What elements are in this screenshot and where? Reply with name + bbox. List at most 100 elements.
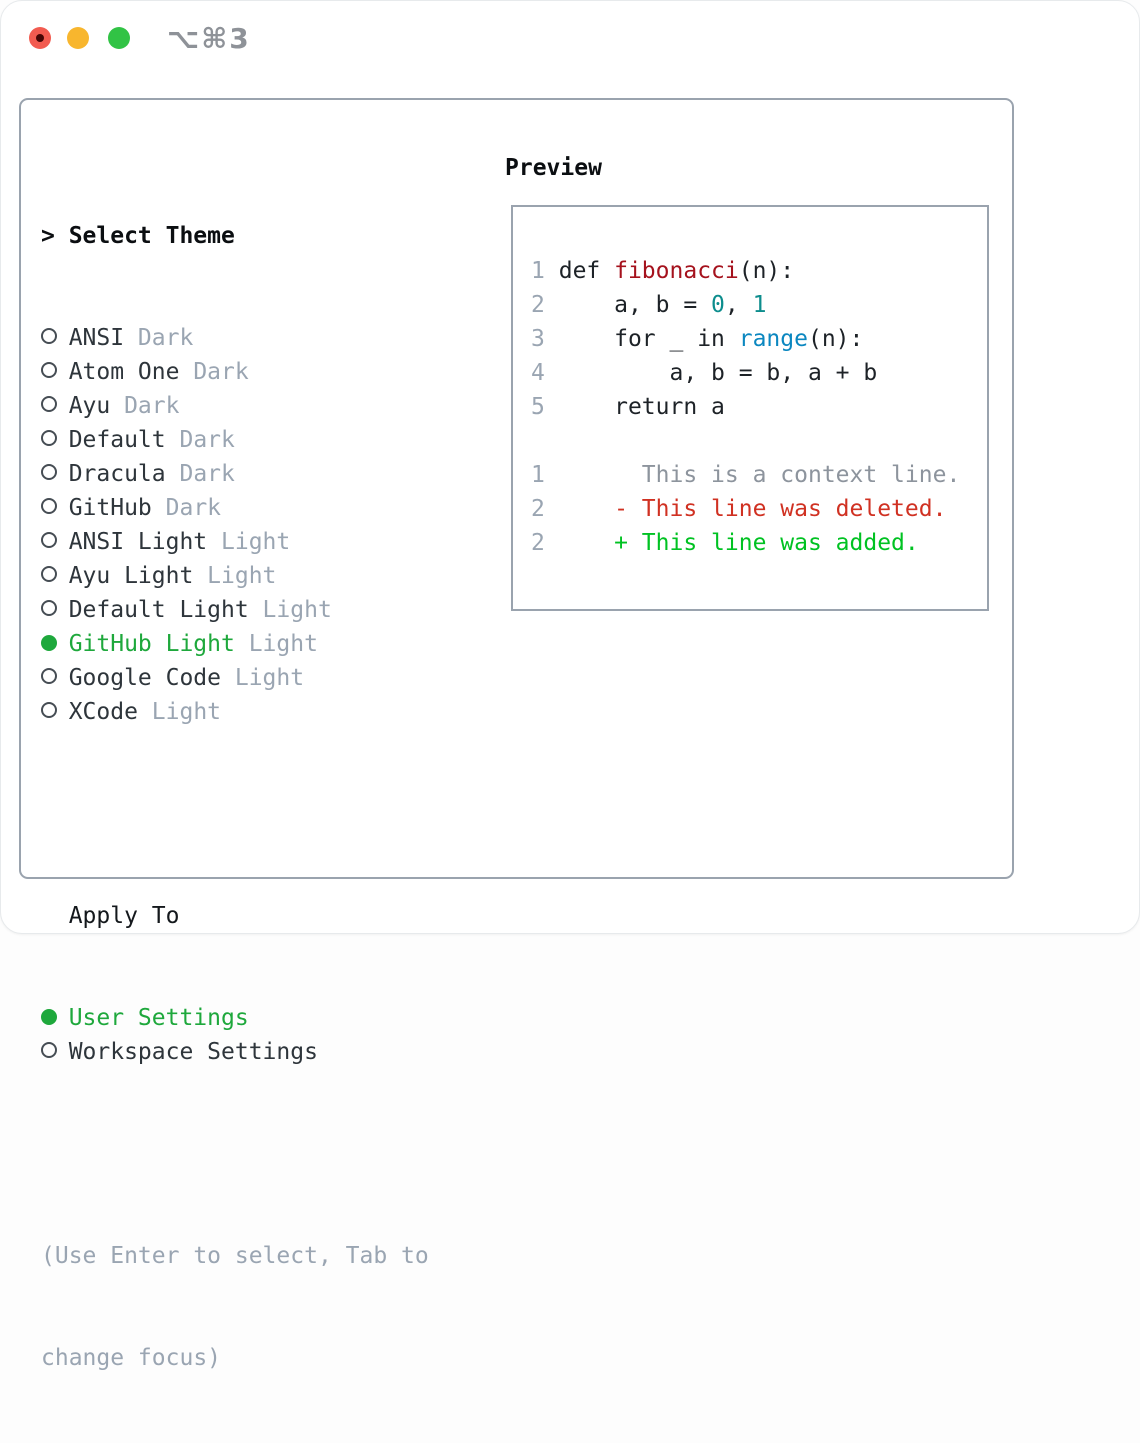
code-line: 1 def fibonacci(n): bbox=[531, 254, 987, 288]
option-tag: Light bbox=[248, 597, 332, 623]
theme-option-ayu-light[interactable]: Ayu Light Light bbox=[41, 559, 429, 593]
theme-option-default-light[interactable]: Default Light Light bbox=[41, 593, 429, 627]
code-line: 2 a, b = 0, 1 bbox=[531, 288, 987, 322]
radio-unselected-icon bbox=[41, 1035, 69, 1069]
radio-unselected-icon bbox=[41, 491, 69, 525]
theme-option-ansi[interactable]: ANSI Dark bbox=[41, 321, 429, 355]
code-line: 4 a, b = b, a + b bbox=[531, 356, 987, 390]
code-segment-plain: def bbox=[558, 258, 615, 284]
apply-option-user-settings[interactable]: User Settings bbox=[41, 1001, 429, 1035]
option-tag: Dark bbox=[165, 427, 235, 453]
spacer bbox=[41, 797, 429, 831]
spacer bbox=[41, 1137, 429, 1171]
option-label: GitHub Light bbox=[68, 631, 235, 657]
zoom-button[interactable] bbox=[108, 27, 130, 49]
code-segment-deleted: - This line was deleted. bbox=[558, 496, 947, 522]
code-line bbox=[531, 424, 987, 458]
theme-option-ayu[interactable]: Ayu Dark bbox=[41, 389, 429, 423]
line-number: 2 bbox=[531, 496, 545, 522]
option-label: Ayu Light bbox=[68, 563, 194, 589]
line-number: 5 bbox=[531, 394, 545, 420]
option-label: Google Code bbox=[68, 665, 222, 691]
radio-unselected-icon bbox=[41, 389, 69, 423]
option-tag: Dark bbox=[179, 359, 249, 385]
code-line: 1 This is a context line. bbox=[531, 458, 987, 492]
code-segment-plain: , bbox=[724, 292, 753, 318]
code-segment-number: 0 bbox=[711, 292, 725, 318]
code-line: 5 return a bbox=[531, 390, 987, 424]
radio-unselected-icon bbox=[41, 695, 69, 729]
option-tag: Light bbox=[234, 631, 318, 657]
code-line: 2 - This line was deleted. bbox=[531, 492, 987, 526]
option-label: Atom One bbox=[68, 359, 180, 385]
option-label: GitHub bbox=[68, 495, 152, 521]
option-label: Dracula bbox=[68, 461, 166, 487]
theme-option-github[interactable]: GitHub Dark bbox=[41, 491, 429, 525]
window-title: ⌥⌘3 bbox=[167, 22, 251, 55]
theme-option-xcode[interactable]: XCode Light bbox=[41, 695, 429, 729]
line-number: 1 bbox=[531, 462, 545, 488]
preview-header: Preview bbox=[505, 155, 602, 181]
theme-option-dracula[interactable]: Dracula Dark bbox=[41, 457, 429, 491]
theme-option-github-light[interactable]: GitHub Light Light bbox=[41, 627, 429, 661]
option-label: ANSI Light bbox=[68, 529, 208, 555]
code-segment-plain: a, b = bbox=[558, 292, 712, 318]
line-number: 2 bbox=[531, 292, 545, 318]
radio-unselected-icon bbox=[41, 661, 69, 695]
apply-option-workspace-settings[interactable]: Workspace Settings bbox=[41, 1035, 429, 1069]
radio-unselected-icon bbox=[41, 321, 69, 355]
theme-option-default[interactable]: Default Dark bbox=[41, 423, 429, 457]
select-theme-header: >Select Theme bbox=[41, 219, 429, 253]
option-label: Workspace Settings bbox=[68, 1039, 318, 1065]
radio-unselected-icon bbox=[41, 423, 69, 457]
theme-option-google-code[interactable]: Google Code Light bbox=[41, 661, 429, 695]
minimize-button[interactable] bbox=[67, 27, 89, 49]
radio-unselected-icon bbox=[41, 559, 69, 593]
line-number: 2 bbox=[531, 530, 545, 556]
option-tag: Light bbox=[221, 665, 305, 691]
apply-to-header-label: Apply To bbox=[68, 903, 180, 929]
radio-selected-icon bbox=[41, 627, 69, 661]
select-theme-header-label: Select Theme bbox=[68, 223, 235, 249]
option-tag: Dark bbox=[165, 461, 235, 487]
option-label: ANSI bbox=[68, 325, 125, 351]
code-segment-plain: return a bbox=[558, 394, 725, 420]
option-tag: Light bbox=[207, 529, 291, 555]
code-segment-plain: a, b = b, a + b bbox=[558, 360, 878, 386]
code-segment-number: 1 bbox=[752, 292, 767, 318]
theme-option-atom-one[interactable]: Atom One Dark bbox=[41, 355, 429, 389]
option-tag: Dark bbox=[124, 325, 194, 351]
radio-unselected-icon bbox=[41, 355, 69, 389]
code-segment-plain: (n): bbox=[738, 258, 795, 284]
option-tag: Light bbox=[193, 563, 277, 589]
apply-to-header: Apply To bbox=[41, 899, 429, 933]
option-tag: Dark bbox=[151, 495, 222, 521]
radio-unselected-icon bbox=[41, 525, 69, 559]
option-tag: Light bbox=[137, 699, 222, 725]
theme-option-ansi-light[interactable]: ANSI Light Light bbox=[41, 525, 429, 559]
code-line: 2 + This line was added. bbox=[531, 526, 987, 560]
radio-unselected-icon bbox=[41, 593, 69, 627]
radio-unselected-icon bbox=[41, 457, 69, 491]
code-segment-builtin: range bbox=[738, 326, 808, 352]
option-label: Ayu bbox=[68, 393, 111, 419]
code-segment-function: fibonacci bbox=[614, 258, 739, 284]
code-segment-added: + This line was added. bbox=[558, 530, 919, 556]
code-segment-context: This is a context line. bbox=[558, 462, 961, 488]
line-number: 3 bbox=[531, 326, 545, 352]
titlebar: ⌥⌘3 bbox=[1, 1, 1139, 76]
option-tag: Dark bbox=[110, 393, 180, 419]
radio-selected-icon bbox=[41, 1001, 69, 1035]
help-text-line-1: (Use Enter to select, Tab to bbox=[41, 1243, 429, 1269]
option-label: Default bbox=[68, 427, 166, 453]
option-label: XCode bbox=[68, 699, 138, 725]
code-segment-plain: for _ in bbox=[558, 326, 739, 352]
code-line: 3 for _ in range(n): bbox=[531, 322, 987, 356]
help-text-line-2: change focus) bbox=[41, 1345, 222, 1371]
close-button[interactable] bbox=[29, 27, 51, 49]
